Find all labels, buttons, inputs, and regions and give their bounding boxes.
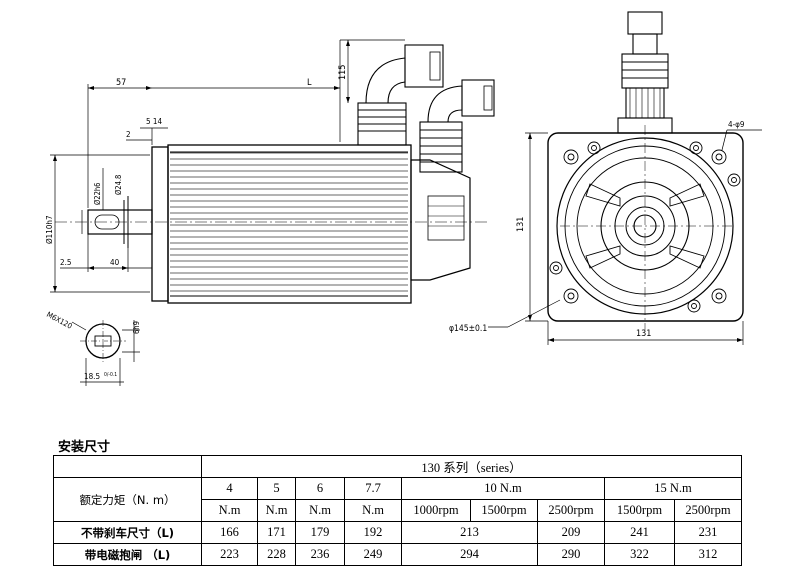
table-row: 130 系列（series） xyxy=(53,455,742,478)
dim-40: 40 xyxy=(110,258,120,267)
value-cell: 223 xyxy=(201,543,258,566)
cooling-fins xyxy=(170,152,408,296)
top-connector xyxy=(617,11,673,134)
dim-131-vertical: 131 xyxy=(516,217,526,232)
table-row: N.m N.m N.m N.m 1000rpm 1500rpm 2500rpm … xyxy=(54,499,742,522)
torque-label: 额定力矩（N. m） xyxy=(53,477,202,522)
power-connector xyxy=(357,44,444,146)
value-cell: 171 xyxy=(257,521,296,544)
dim-131-horizontal: 131 xyxy=(636,329,651,339)
dim-57: 57 xyxy=(116,78,126,88)
dim-phi24: Ø24.8 xyxy=(114,175,123,195)
dim-phi110: Ø110h7 xyxy=(44,215,54,244)
mounting-holes xyxy=(549,141,741,313)
row-label-no-brake: 不带刹车尺寸（L) xyxy=(53,521,202,544)
torque-7-7: 7.7 xyxy=(344,477,402,500)
section-title: 安装尺寸 xyxy=(58,440,111,455)
value-cell: 241 xyxy=(604,521,675,544)
dim-M6: M6X120 xyxy=(45,310,74,331)
unit-cell: N.m xyxy=(201,499,258,522)
dim-phi22: Ø22h6 xyxy=(93,183,102,205)
table-cell xyxy=(53,455,202,478)
front-view xyxy=(488,11,762,345)
value-cell: 209 xyxy=(537,521,605,544)
technical-drawing: 57 L 115 5 14 2 Ø24.8 Ø22h6 Ø110h7 2.5 4… xyxy=(44,11,762,386)
dim-4-phi9: 4-φ9 xyxy=(728,120,745,129)
dim-2-5: 2.5 xyxy=(60,258,71,267)
motor-shaft xyxy=(87,209,153,235)
unit-cell: N.m xyxy=(344,499,402,522)
value-cell: 236 xyxy=(295,543,345,566)
side-view xyxy=(50,39,495,304)
dim-18-5: 18.5 xyxy=(84,372,100,381)
dim-keyway: 6h9 xyxy=(132,321,141,334)
encoder-connector xyxy=(419,79,495,173)
dim-phi145: φ145±0.1 xyxy=(449,324,487,334)
dim-2: 2 xyxy=(126,130,131,139)
speed-cell: 1500rpm xyxy=(604,499,675,522)
motor-flange xyxy=(151,146,169,302)
table-row: 不带刹车尺寸（L) 166 171 179 192 213 209 241 23… xyxy=(53,521,742,544)
unit-cell: N.m xyxy=(257,499,296,522)
dim-5-14: 5 14 xyxy=(146,117,162,126)
value-cell: 294 xyxy=(401,543,538,566)
dim-18-5-tolerance: 0/-0.1 xyxy=(104,372,117,378)
torque-4: 4 xyxy=(201,477,258,500)
value-cell: 179 xyxy=(295,521,345,544)
dimensions-table: 130 系列（series） 额定力矩（N. m） 4 5 6 7.7 10 N… xyxy=(53,455,742,566)
torque-5: 5 xyxy=(257,477,296,500)
torque-6: 6 xyxy=(295,477,345,500)
dim-115: 115 xyxy=(338,65,348,80)
value-cell: 322 xyxy=(604,543,675,566)
unit-cell: N.m xyxy=(295,499,345,522)
value-cell: 290 xyxy=(537,543,605,566)
value-cell: 231 xyxy=(674,521,742,544)
value-cell: 228 xyxy=(257,543,296,566)
value-cell: 192 xyxy=(344,521,402,544)
speed-cell: 2500rpm xyxy=(674,499,742,522)
table-row: 额定力矩（N. m） 4 5 6 7.7 10 N.m 15 N.m xyxy=(53,477,742,522)
torque-10: 10 N.m xyxy=(401,477,605,500)
value-cell: 249 xyxy=(344,543,402,566)
speed-cell: 1000rpm xyxy=(401,499,471,522)
table-row: 带电磁抱闸 （L) 223 228 236 249 294 290 322 31… xyxy=(53,543,742,566)
speed-cell: 1500rpm xyxy=(470,499,538,522)
speed-cell: 2500rpm xyxy=(537,499,605,522)
value-cell: 312 xyxy=(674,543,742,566)
dim-L: L xyxy=(307,78,312,88)
shaft-cross-section xyxy=(71,320,140,386)
rear-cap xyxy=(410,159,471,281)
row-label-with-brake: 带电磁抱闸 （L) xyxy=(53,543,202,566)
series-header: 130 系列（series） xyxy=(201,455,742,478)
torque-15: 15 N.m xyxy=(604,477,742,500)
value-cell: 213 xyxy=(401,521,538,544)
value-cell: 166 xyxy=(201,521,258,544)
